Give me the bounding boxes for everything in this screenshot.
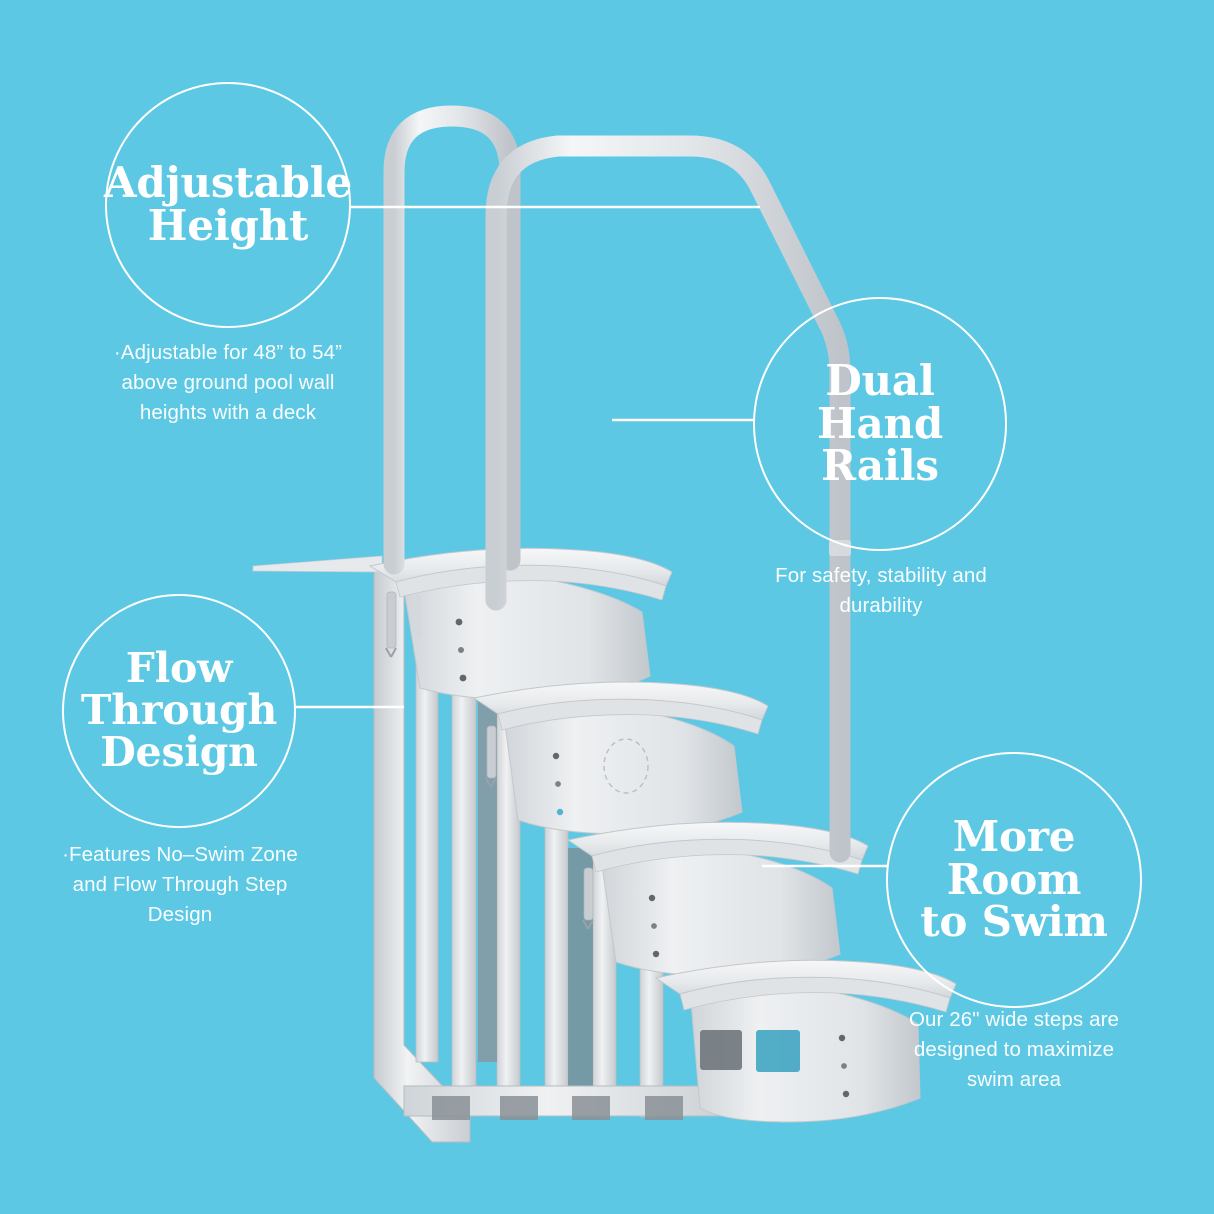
callout-title-adjustable-height: Adjustable Height — [104, 158, 352, 250]
callout-body-more-room-to-swim: Our 26" wide steps are designed to maxim… — [908, 1008, 1120, 1092]
callout-circle-flow-through-design: Flow Through Design — [62, 594, 296, 828]
callout-circle-dual-hand-rails: Dual Hand Rails — [753, 297, 1007, 551]
callout-body-flow-through-design: ·Features No–Swim Zone and Flow Through … — [62, 843, 298, 927]
callout-title-dual-hand-rails: Dual Hand Rails — [817, 355, 943, 491]
callout-body-dual-hand-rails: For safety, stability and durability — [775, 564, 987, 618]
handrail-left — [383, 105, 521, 575]
callout-circle-more-room-to-swim: More Room to Swim — [886, 752, 1142, 1008]
callout-title-more-room-to-swim: More Room to Swim — [920, 811, 1108, 947]
step-tread-2 — [472, 681, 769, 835]
step-tread-3 — [566, 821, 869, 977]
step-tread-4 — [654, 959, 957, 1123]
deck-mount-flange — [252, 555, 383, 573]
callout-body-adjustable-height: ·Adjustable for 48” to 54” above ground … — [113, 341, 343, 425]
callout-circle-adjustable-height: Adjustable Height — [104, 82, 352, 328]
step-tread-1 — [368, 547, 673, 701]
callout-title-flow-through-design: Flow Through Design — [80, 644, 278, 776]
